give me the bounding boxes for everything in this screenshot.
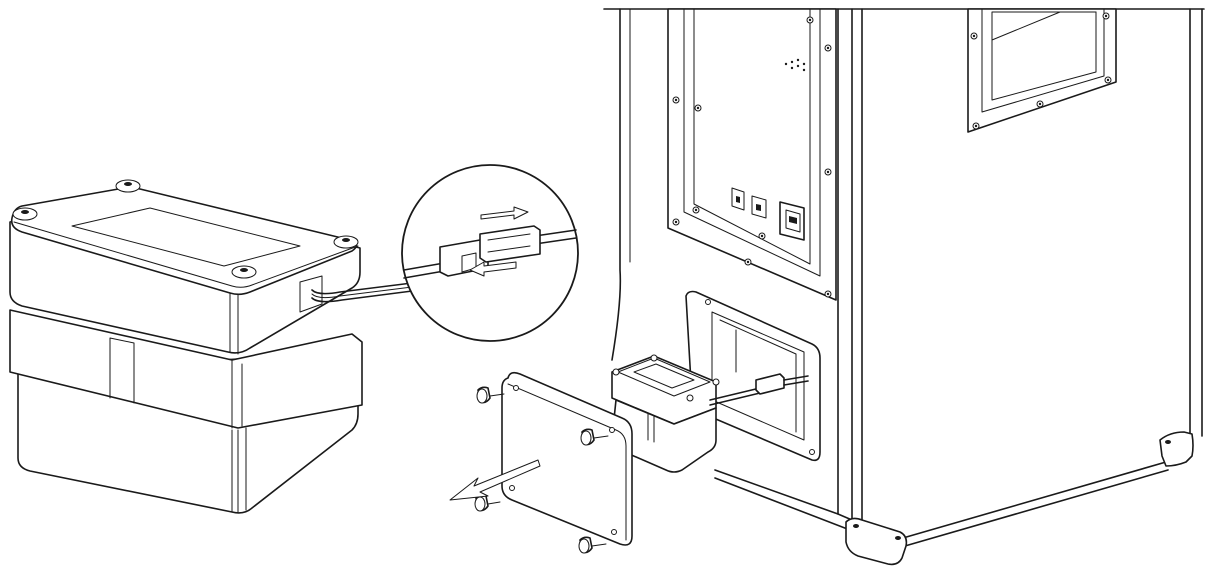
lid-screws [12,179,359,279]
indicator-leds [784,58,806,72]
cover-plate [501,371,633,546]
arrow-right-icon [480,206,529,220]
thumb-screw-4 [578,536,607,554]
battery-strap [9,309,363,429]
connector-detail-magnifier [401,164,579,342]
side-handle-recess [967,8,1117,133]
thumb-screw-1 [476,386,505,404]
corner-protector-right [1159,431,1194,467]
inner-connector [709,373,809,406]
cabinet-left-edge [611,8,622,361]
amplifier-panel-screws [672,16,832,298]
battery-inserted [611,354,720,473]
battery-box [9,179,363,514]
speaker-cabinet [603,8,1205,566]
arrow-down-left-icon [449,459,541,501]
battery-cable [311,281,421,303]
push-arrow-icon [469,261,517,277]
thumb-screws [474,386,609,554]
amplifier-panel [667,8,837,301]
thumb-screw-2 [580,428,609,446]
handle-screws [970,12,1112,130]
battery-compartment-opening [711,311,805,441]
battery-cable-port [299,275,323,313]
battery-label-panel [71,207,301,267]
corner-protector-front [845,517,908,566]
thumb-screw-3 [474,494,501,512]
